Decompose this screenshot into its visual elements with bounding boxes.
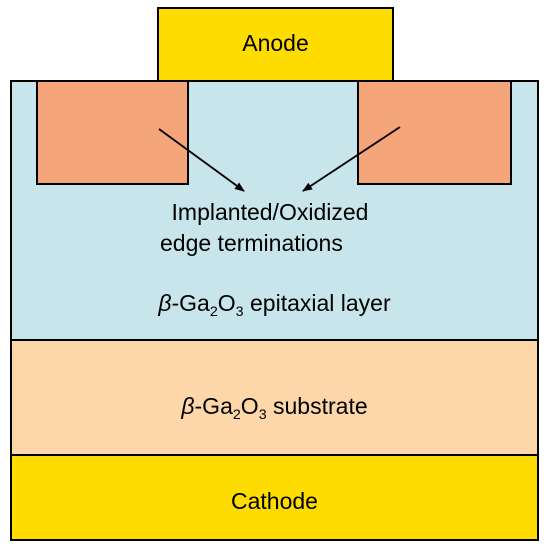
edge-termination-label-line2: edge terminations bbox=[160, 230, 343, 256]
cathode-contact bbox=[10, 454, 539, 541]
epi-mid: O bbox=[217, 290, 236, 316]
sub-mid: O bbox=[240, 393, 259, 419]
sub-sub1: 2 bbox=[232, 406, 241, 423]
anode-label: Anode bbox=[242, 30, 309, 56]
sub-beta: β bbox=[181, 393, 195, 419]
edge-termination-label-line1: Implanted/Oxidized bbox=[171, 199, 369, 225]
sub-sub2: 3 bbox=[258, 406, 267, 423]
epi-beta: β bbox=[158, 290, 172, 316]
epi-prefix: -Ga bbox=[171, 290, 210, 316]
cathode-label: Cathode bbox=[231, 488, 318, 514]
substrate-layer bbox=[10, 339, 539, 456]
anode-contact bbox=[157, 7, 394, 82]
edge-termination-left bbox=[36, 80, 189, 185]
epi-sub2: 3 bbox=[235, 303, 244, 320]
substrate-label: β-Ga2O3 substrate bbox=[10, 393, 539, 423]
epitaxial-layer-label: β-Ga2O3 epitaxial layer bbox=[10, 290, 539, 320]
edge-termination-right bbox=[357, 80, 512, 185]
epi-suffix: epitaxial layer bbox=[243, 290, 391, 316]
sub-prefix: -Ga bbox=[194, 393, 233, 419]
sub-suffix: substrate bbox=[266, 393, 368, 419]
epi-sub1: 2 bbox=[209, 303, 218, 320]
